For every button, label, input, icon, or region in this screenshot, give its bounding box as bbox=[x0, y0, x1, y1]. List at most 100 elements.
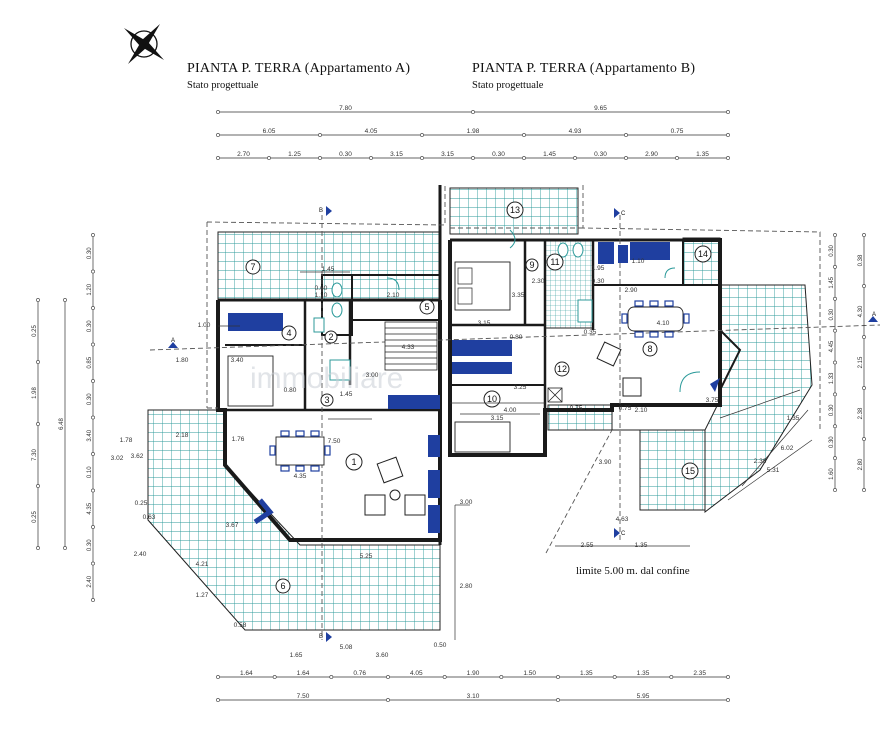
dim-right-col1-0: 0.30 bbox=[829, 244, 835, 256]
dim-top-row3-1: 1.25 bbox=[288, 151, 301, 158]
dim-inner-54: 1.10 bbox=[632, 258, 645, 265]
dim-inner-21: 2.40 bbox=[134, 551, 147, 558]
dim-left-col3-8: 0.30 bbox=[87, 539, 93, 551]
dim-left-col3-0: 0.30 bbox=[87, 247, 93, 259]
dim-top-row2-0: 6.05 bbox=[263, 128, 276, 135]
dim-bottom-row1-5: 1.50 bbox=[523, 670, 536, 677]
staircase bbox=[384, 321, 438, 371]
dim-inner-14: 2.18 bbox=[176, 432, 189, 439]
dim-left-col3-2: 0.30 bbox=[87, 320, 93, 332]
dim-top-row2-4: 0.75 bbox=[671, 128, 684, 135]
dim-left-col3-9: 2.40 bbox=[87, 575, 93, 587]
dim-left-col1-1: 1.98 bbox=[32, 387, 38, 399]
section-c-top-marker: C bbox=[614, 208, 626, 218]
dim-inner-28: 3.60 bbox=[376, 652, 389, 659]
dim-top-row3-7: 0.30 bbox=[594, 151, 607, 158]
dim-inner-35: 4.00 bbox=[504, 407, 517, 414]
dim-inner-17: 3.62 bbox=[131, 453, 144, 460]
watermark: immobiliare bbox=[250, 362, 403, 395]
section-b-bottom-marker: B bbox=[319, 632, 332, 642]
dim-inner-25: 5.08 bbox=[340, 644, 353, 651]
room-14: 14 bbox=[694, 245, 712, 263]
dim-inner-45: 3.75 bbox=[706, 397, 719, 404]
title-apartment-b: PIANTA P. TERRA (Appartamento B) bbox=[472, 61, 696, 76]
dim-inner-15: 3.67 bbox=[226, 522, 239, 529]
subtitle-apartment-a: Stato progettuale bbox=[187, 80, 259, 91]
dim-inner-2: 1.10 bbox=[315, 292, 328, 299]
room-8: 8 bbox=[642, 341, 658, 357]
dim-inner-33: 0.80 bbox=[510, 334, 523, 341]
dim-inner-27: 1.65 bbox=[290, 652, 303, 659]
section-a-right-marker: A bbox=[868, 312, 878, 322]
dim-right-col1-4: 1.33 bbox=[829, 372, 835, 384]
dim-bottom-row2-0: 7.50 bbox=[297, 693, 310, 700]
dim-right-col2-1: 4.30 bbox=[858, 305, 864, 317]
dim-bottom-row1-3: 4.05 bbox=[410, 670, 423, 677]
svg-text:A: A bbox=[872, 312, 876, 318]
room-4: 4 bbox=[281, 325, 297, 341]
dim-top-row2-2: 1.98 bbox=[467, 128, 480, 135]
room-7: 7 bbox=[245, 259, 261, 275]
svg-text:8: 8 bbox=[647, 344, 652, 354]
dim-inner-55: 0.75 bbox=[619, 405, 632, 412]
svg-text:3: 3 bbox=[324, 395, 329, 405]
dim-top-row2-1: 4.05 bbox=[365, 128, 378, 135]
dim-top-row3-9: 1.35 bbox=[696, 151, 709, 158]
dim-inner-24: 5.25 bbox=[360, 553, 373, 560]
room-6: 6 bbox=[275, 578, 291, 594]
room-labels: 1 2 3 4 5 6 7 8 9 10 11 12 13 14 15 bbox=[245, 201, 712, 594]
svg-text:A: A bbox=[171, 338, 175, 344]
dim-top-row3-8: 2.90 bbox=[645, 151, 658, 158]
dim-top-row3-4: 3.15 bbox=[441, 151, 454, 158]
entry-marker bbox=[547, 387, 563, 403]
room-1: 1 bbox=[345, 453, 363, 471]
dim-top-row3-2: 0.30 bbox=[339, 151, 352, 158]
dim-left-col1-2: 7.30 bbox=[32, 449, 38, 461]
dim-inner-41: 0.30 bbox=[592, 278, 605, 285]
dim-inner-31: 3.35 bbox=[512, 292, 525, 299]
dim-left-col1-0: 0.25 bbox=[32, 325, 38, 337]
svg-text:10: 10 bbox=[487, 394, 497, 404]
dim-inner-29: 0.50 bbox=[434, 642, 447, 649]
dim-inner-32: 2.30 bbox=[532, 278, 545, 285]
dim-left-col3-1: 1.20 bbox=[87, 283, 93, 295]
dim-inner-39: 2.80 bbox=[460, 583, 473, 590]
dim-left-col3-3: 0.85 bbox=[87, 356, 93, 368]
svg-text:C: C bbox=[621, 211, 626, 217]
dim-inner-43: 4.10 bbox=[657, 320, 670, 327]
dim-right-col1-5: 0.30 bbox=[829, 404, 835, 416]
dim-left-col3-5: 3.40 bbox=[87, 429, 93, 441]
dim-top-row3-3: 3.15 bbox=[390, 151, 403, 158]
title-apartment-a: PIANTA P. TERRA (Appartamento A) bbox=[187, 61, 411, 76]
dim-right-col2-3: 2.38 bbox=[858, 407, 864, 419]
dim-inner-46: 3.90 bbox=[599, 459, 612, 466]
section-a-left-marker: A bbox=[168, 338, 178, 348]
dim-inner-47: 4.63 bbox=[616, 516, 629, 523]
room-3: 3 bbox=[320, 393, 334, 407]
svg-text:7: 7 bbox=[250, 262, 255, 272]
svg-text:2: 2 bbox=[328, 332, 333, 342]
svg-text:5: 5 bbox=[424, 302, 429, 312]
svg-text:15: 15 bbox=[685, 466, 695, 476]
walls bbox=[216, 185, 742, 545]
dim-inner-3: 2.10 bbox=[387, 292, 400, 299]
dim-right-col2-4: 2.80 bbox=[858, 458, 864, 470]
room-13: 13 bbox=[506, 201, 524, 219]
dim-bottom-row1-0: 1.64 bbox=[240, 670, 253, 677]
svg-text:11: 11 bbox=[550, 257, 559, 267]
dim-inner-19: 0.25 bbox=[135, 500, 148, 507]
room-15: 15 bbox=[681, 462, 699, 480]
dim-bottom-row2-1: 3.10 bbox=[467, 693, 480, 700]
room-2: 2 bbox=[324, 330, 338, 344]
dim-inner-10: 1.45 bbox=[340, 391, 353, 398]
dim-bottom-row1-2: 0.76 bbox=[353, 670, 366, 677]
dim-top-row3-6: 1.45 bbox=[543, 151, 556, 158]
dim-inner-23: 1.27 bbox=[196, 592, 209, 599]
dim-right-col1-3: 4.45 bbox=[829, 340, 835, 352]
dim-inner-20: 0.63 bbox=[143, 514, 156, 521]
dim-right-col1-2: 0.30 bbox=[829, 308, 835, 320]
dim-left-col2-0: 6.48 bbox=[59, 418, 65, 430]
dim-inner-1: 0.60 bbox=[315, 285, 328, 292]
